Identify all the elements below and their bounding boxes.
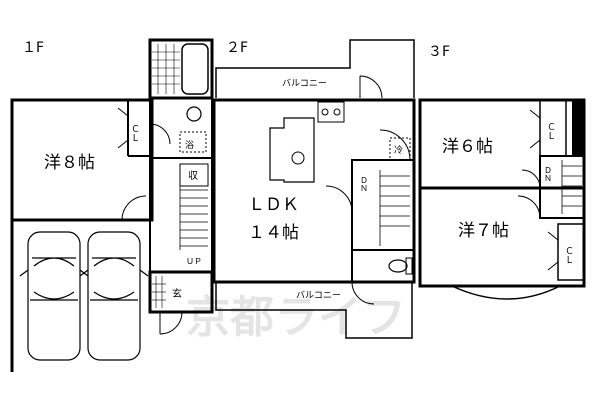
curved-balcony-3f: [451, 285, 561, 300]
floor-label-2f: ２F: [226, 40, 248, 56]
balcony-bottom-2f: [215, 282, 413, 339]
stair-down-label-2f: ＤＮ: [360, 176, 369, 192]
balcony-top-2f: [215, 39, 415, 98]
entrance-1f: 玄: [148, 270, 214, 335]
toilet-icon: [388, 259, 408, 273]
stair-2f: ＤＮ: [325, 159, 415, 251]
stair-down-label-3f: ＤＮ: [544, 166, 553, 182]
stair-up-label-1f: ＵＰ: [186, 257, 202, 266]
ldk-name-label: ＬＤＫ: [248, 195, 299, 215]
storage-label-1f: 収: [188, 170, 198, 182]
watermark: 京都ライフ: [186, 292, 406, 343]
door-swing-western-1f: [121, 195, 147, 221]
bath-label-1f: 浴: [185, 140, 194, 151]
stove-icon: [317, 101, 345, 123]
floor-2f: バルコニー 冷 ＬＤＫ １４帖: [212, 39, 416, 339]
car-icon: [79, 231, 149, 361]
column-3f: [572, 100, 584, 156]
floor-1f: ＣＬ 洋８帖: [10, 38, 214, 372]
garage-1f: [10, 218, 152, 372]
bath-block-1f: 浴: [148, 38, 214, 159]
sink-icon: [186, 106, 202, 122]
entrance-label-1f: 玄: [172, 287, 182, 300]
bathtub-icon: [181, 43, 209, 95]
ldk-size-label: １４帖: [248, 223, 299, 243]
closet-label-1f: ＣＬ: [129, 124, 139, 142]
closet-bottom-label-3f: ＣＬ: [563, 246, 573, 264]
door-swing-entrance: [159, 311, 183, 335]
closet-top-label-3f: ＣＬ: [545, 122, 555, 140]
refrigerator-label: 冷: [394, 144, 403, 156]
western-room-label-1f: 洋８帖: [44, 153, 95, 173]
floor-label-1f: １F: [22, 40, 44, 56]
toilet-2f: [351, 249, 415, 283]
refrigerator-2f: 冷: [389, 137, 411, 161]
car-icon: [19, 231, 89, 361]
western-7-label-3f: 洋７帖: [458, 221, 509, 241]
balcony-top-label: バルコニー: [282, 78, 327, 89]
western-6-label-3f: 洋６帖: [442, 137, 493, 157]
kitchen-counter: [269, 117, 315, 183]
stair-1f: 収 ＵＰ: [149, 157, 213, 273]
kitchen-sink-icon: [291, 151, 305, 165]
floor-3f: ＣＬ 洋６帖 ＤＮ ＣＬ 洋７帖: [418, 98, 586, 300]
balcony-bottom-label: バルコニー: [296, 290, 341, 301]
closet-1f: ＣＬ: [117, 100, 152, 157]
washing-machine-icon: [179, 131, 207, 153]
floor-label-3f: ３F: [428, 44, 450, 60]
